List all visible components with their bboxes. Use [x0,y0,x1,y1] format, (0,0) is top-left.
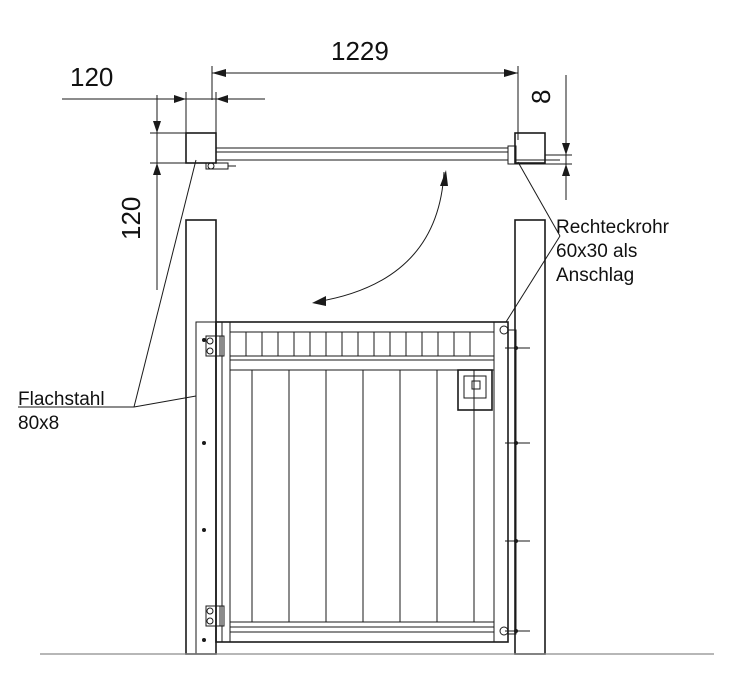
left-post [185,219,217,655]
gate-boards [251,370,475,622]
hinge-bottom [205,605,225,627]
label-stop-profile-line2: 60x30 als [556,241,638,262]
leader-lines [18,159,561,408]
stop-plan [507,145,517,165]
dimension-120-vertical: 120 [116,196,146,240]
dimension-8: 8 [526,89,556,104]
label-flat-steel: Flachstahl 80x8 [18,388,105,436]
label-flat-steel-line2: 80x8 [18,413,60,434]
swing-arc [312,170,448,306]
right-post-plan [514,132,546,164]
label-stop-profile: Rechteckrohr 60x30 als Anschlag [556,216,669,288]
dimension-120-horizontal: 120 [70,62,114,92]
gate-leaf-plan [215,147,509,161]
right-post [514,219,546,655]
label-stop-profile-line1: Rechteckrohr [556,217,669,238]
lock-box [457,369,493,411]
dimension-1229: 1229 [331,36,389,66]
plan-view [185,132,560,170]
stop-bolts [499,325,530,636]
flat-steel-plate [195,321,217,655]
elevation-view [185,219,546,655]
stop-profile [507,329,517,635]
dimension-lines [62,66,572,290]
top-rail-pickets [245,332,471,356]
left-post-plan [185,132,217,164]
hinge-top [205,335,225,357]
label-stop-profile-line3: Anschlag [556,265,635,286]
label-flat-steel-line1: Flachstahl [18,389,105,410]
